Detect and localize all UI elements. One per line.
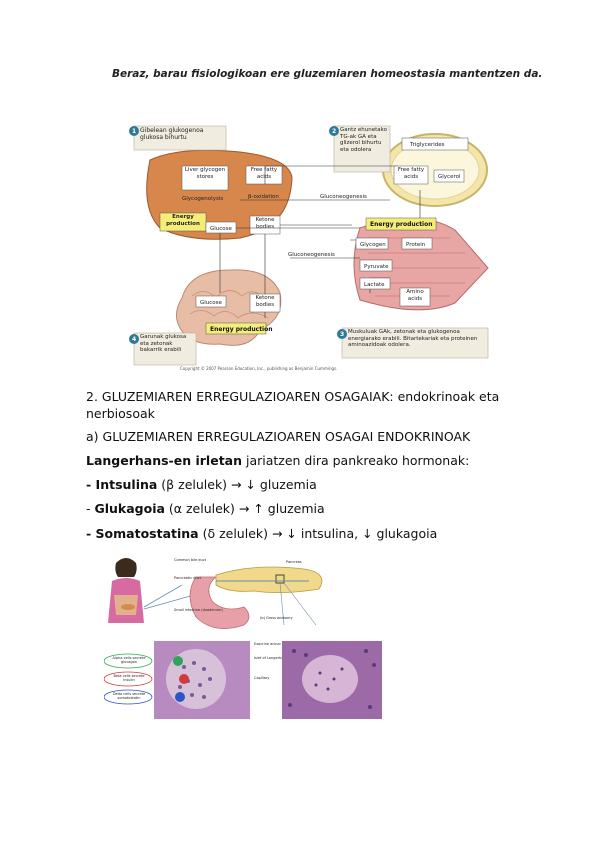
small-intestine-label: Small intestine (duodenum) — [174, 608, 223, 612]
pancreatic-duct-label: Pancreatic duct — [174, 576, 202, 580]
human-figure-illustration — [108, 558, 144, 623]
beta-oxidation-label: β-oxidation — [248, 194, 279, 200]
gluconeogenesis-label-top: Gluconeogenesis — [320, 194, 367, 200]
fasting-metabolism-figure: 1 Gibelean glukogenoa glukosa bihurtu 2 … — [129, 125, 489, 371]
langerhans-bold: Langerhans-en irletan — [86, 453, 242, 468]
amino-acids-label: Amino acids — [406, 289, 424, 302]
step-1-number: 1 — [132, 128, 136, 135]
item-name: Intsulina — [95, 477, 158, 492]
hormone-item-somatostatin: - Somatostatina (δ zelulek) → ↓ intsulin… — [86, 525, 437, 542]
section-heading-a: a) GLUZEMIAREN ERREGULAZIOAREN OSAGAI EN… — [86, 429, 471, 444]
exocrine-acinar-label: Exocrine acinar cells — [254, 642, 290, 646]
triglycerides-label: Triglycerides — [409, 142, 445, 148]
item-prefix: - — [86, 526, 96, 541]
pancreas-anatomy-figure: Common bile duct Pancreas Pancreatic duc… — [104, 558, 382, 719]
pyruvate-label: Pyruvate — [364, 264, 389, 270]
item-name: Somatostatina — [95, 526, 199, 541]
step-2-badge — [329, 126, 339, 136]
liver-ffa-label: Free fatty acids — [250, 167, 278, 180]
langerhans-rest: jariatzen dira pankreako hormonak: — [242, 453, 470, 468]
liver-glycogen-label: Liver glycogen stores — [184, 167, 226, 180]
section-heading-2: 2. GLUZEMIAREN ERREGULAZIOAREN OSAGAIAK:… — [86, 389, 500, 421]
liver-energy-production-label: Energy production — [166, 214, 200, 227]
step-4-number: 4 — [132, 336, 136, 343]
lactate-label: Lactate — [364, 282, 385, 288]
adipose-ffa-label: Free fatty acids — [397, 167, 425, 180]
step-3-badge — [337, 329, 347, 339]
step-2-number: 2 — [332, 128, 336, 135]
small-intestine-illustration — [189, 576, 250, 629]
brain-energy-production-label: Energy production — [210, 326, 273, 333]
alpha-cells-label: Alpha cells secrete glucagon — [112, 656, 146, 664]
brain-glucose-label: Glucose — [200, 300, 223, 306]
figure-caption: Beraz, barau fisiologikoan ere gluzemiar… — [112, 68, 543, 80]
brain-ketone-bodies-label: Ketone bodies — [255, 295, 275, 308]
item-rest: (β zelulek) → ↓ gluzemia — [157, 477, 317, 492]
callout-2-text: Gantz ehunetako TG-ak GA eta glizerol bi… — [340, 127, 388, 153]
islet-cells — [178, 661, 212, 699]
common-bile-duct-label: Common bile duct — [174, 558, 207, 562]
step-3-number: 3 — [340, 331, 344, 338]
protein-label: Protein — [406, 242, 426, 248]
delta-cells-label: Delta cells secrete somatostatin — [112, 692, 146, 700]
callout-3-text: Muskuluak GAk, zetonak eta glukogenoa en… — [348, 329, 478, 348]
capillary-label: Capillary — [254, 676, 269, 680]
item-prefix: - — [86, 477, 96, 492]
hormone-item-glucagon: - Glukagoia (α zelulek) → ↑ gluzemia — [86, 500, 325, 517]
gross-anatomy-label: (b) Gross anatomy — [260, 616, 293, 620]
item-rest: (δ zelulek) → ↓ intsulina, ↓ glukagoia — [198, 526, 438, 541]
glycerol-label: Glycerol — [438, 174, 461, 180]
langerhans-paragraph: Langerhans-en irletan jariatzen dira pan… — [86, 452, 469, 469]
step-4-badge — [129, 334, 139, 344]
item-prefix: - — [86, 501, 95, 516]
copyright-text: Copyright © 2007 Pearson Education, Inc.… — [180, 366, 337, 371]
glycogen-label: Glycogen — [360, 242, 386, 248]
glycogenolysis-label: Glycogenolysis — [182, 196, 223, 202]
pancreas-illustration — [215, 566, 323, 593]
step-1-badge — [129, 126, 139, 136]
beta-cells-label: Beta cells secrete insulin — [113, 674, 145, 682]
hormone-item-insulin: - Intsulina (β zelulek) → ↓ gluzemia — [86, 476, 317, 493]
item-name: Glukagoia — [94, 501, 165, 516]
pancreas-label: Pancreas — [286, 560, 302, 564]
gluconeogenesis-label-bottom: Gluconeogenesis — [288, 252, 335, 258]
liver-ketone-bodies-label: Ketone bodies — [255, 217, 275, 230]
liver-glucose-label: Glucose — [210, 226, 233, 232]
callout-4-text: Garunak glukosa eta zetonak bakarrik era… — [140, 334, 187, 353]
callout-1-text: Gibelean glukogenoa glukosa bihurtu — [140, 127, 204, 141]
muscle-energy-production-label: Energy production — [370, 221, 433, 228]
item-rest: (α zelulek) → ↑ gluzemia — [164, 501, 325, 516]
islet-label: Islet of Langerhans — [254, 656, 288, 660]
